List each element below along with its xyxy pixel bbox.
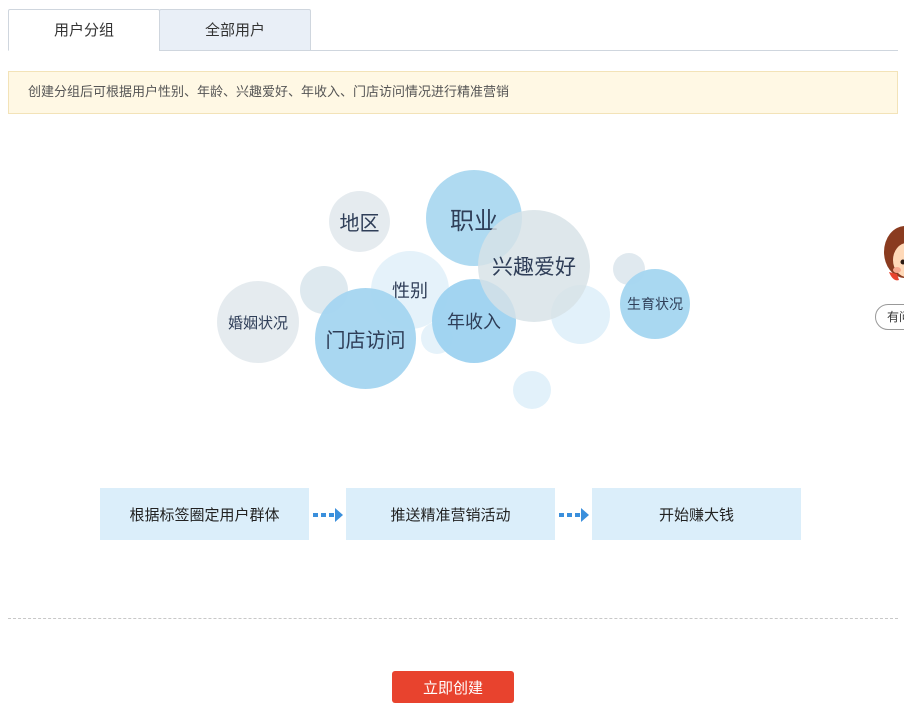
step-label: 根据标签圈定用户群体 — [129, 505, 280, 524]
tag-label: 门店访问 — [325, 328, 406, 352]
tag-bubble-annual-income: 年收入 — [432, 279, 516, 363]
decorative-bubble — [300, 266, 348, 314]
decorative-bubble — [551, 285, 610, 344]
step-label: 推送精准营销活动 — [390, 505, 511, 524]
step-select-user-group: 根据标签圈定用户群体 — [100, 488, 309, 540]
tab-all-users[interactable]: 全部用户 — [159, 9, 311, 51]
notice-banner: 创建分组后可根据用户性别、年龄、兴趣爱好、年收入、门店访问情况进行精准营销 — [8, 71, 898, 114]
tag-bubble-gender: 性别 — [371, 251, 449, 329]
tag-bubble-fertility: 生育状况 — [620, 269, 690, 339]
notice-text: 创建分组后可根据用户性别、年龄、兴趣爱好、年收入、门店访问情况进行精准营销 — [28, 85, 510, 100]
decorative-bubble — [613, 253, 645, 285]
dashed-arrow-icon — [559, 508, 589, 522]
tab-bar: 用户分组 全部用户 — [8, 9, 898, 51]
tag-label: 性别 — [392, 281, 428, 302]
tag-bubble-marital-status: 婚姻状况 — [217, 281, 299, 363]
assistant-question-button[interactable]: 有问 — [875, 304, 904, 330]
tab-user-groups[interactable]: 用户分组 — [8, 9, 160, 51]
assistant-widget[interactable]: 有问 — [875, 224, 904, 334]
tag-bubble-store-visits: 门店访问 — [315, 288, 416, 389]
assistant-avatar-icon — [884, 226, 904, 281]
tag-label: 年收入 — [447, 312, 501, 333]
tag-label: 生育状况 — [627, 297, 683, 313]
tag-bubble-region: 地区 — [329, 191, 390, 252]
decorative-bubble — [421, 322, 453, 354]
step-start-earning: 开始赚大钱 — [592, 488, 801, 540]
tag-label: 婚姻状况 — [227, 313, 288, 332]
assistant-label: 有问 — [887, 310, 904, 324]
tag-bubble-interests: 兴趣爱好 — [478, 210, 590, 322]
tag-label: 职业 — [450, 206, 498, 235]
step-label: 开始赚大钱 — [658, 505, 734, 524]
tag-label: 地区 — [339, 211, 380, 235]
tag-label: 兴趣爱好 — [492, 255, 576, 279]
create-now-button[interactable]: 立即创建 — [392, 671, 514, 703]
step-push-campaign: 推送精准营销活动 — [346, 488, 555, 540]
decorative-bubble — [513, 371, 551, 409]
dashed-arrow-icon — [313, 508, 343, 522]
tag-bubble-occupation: 职业 — [426, 170, 522, 266]
dashed-divider — [8, 618, 898, 619]
